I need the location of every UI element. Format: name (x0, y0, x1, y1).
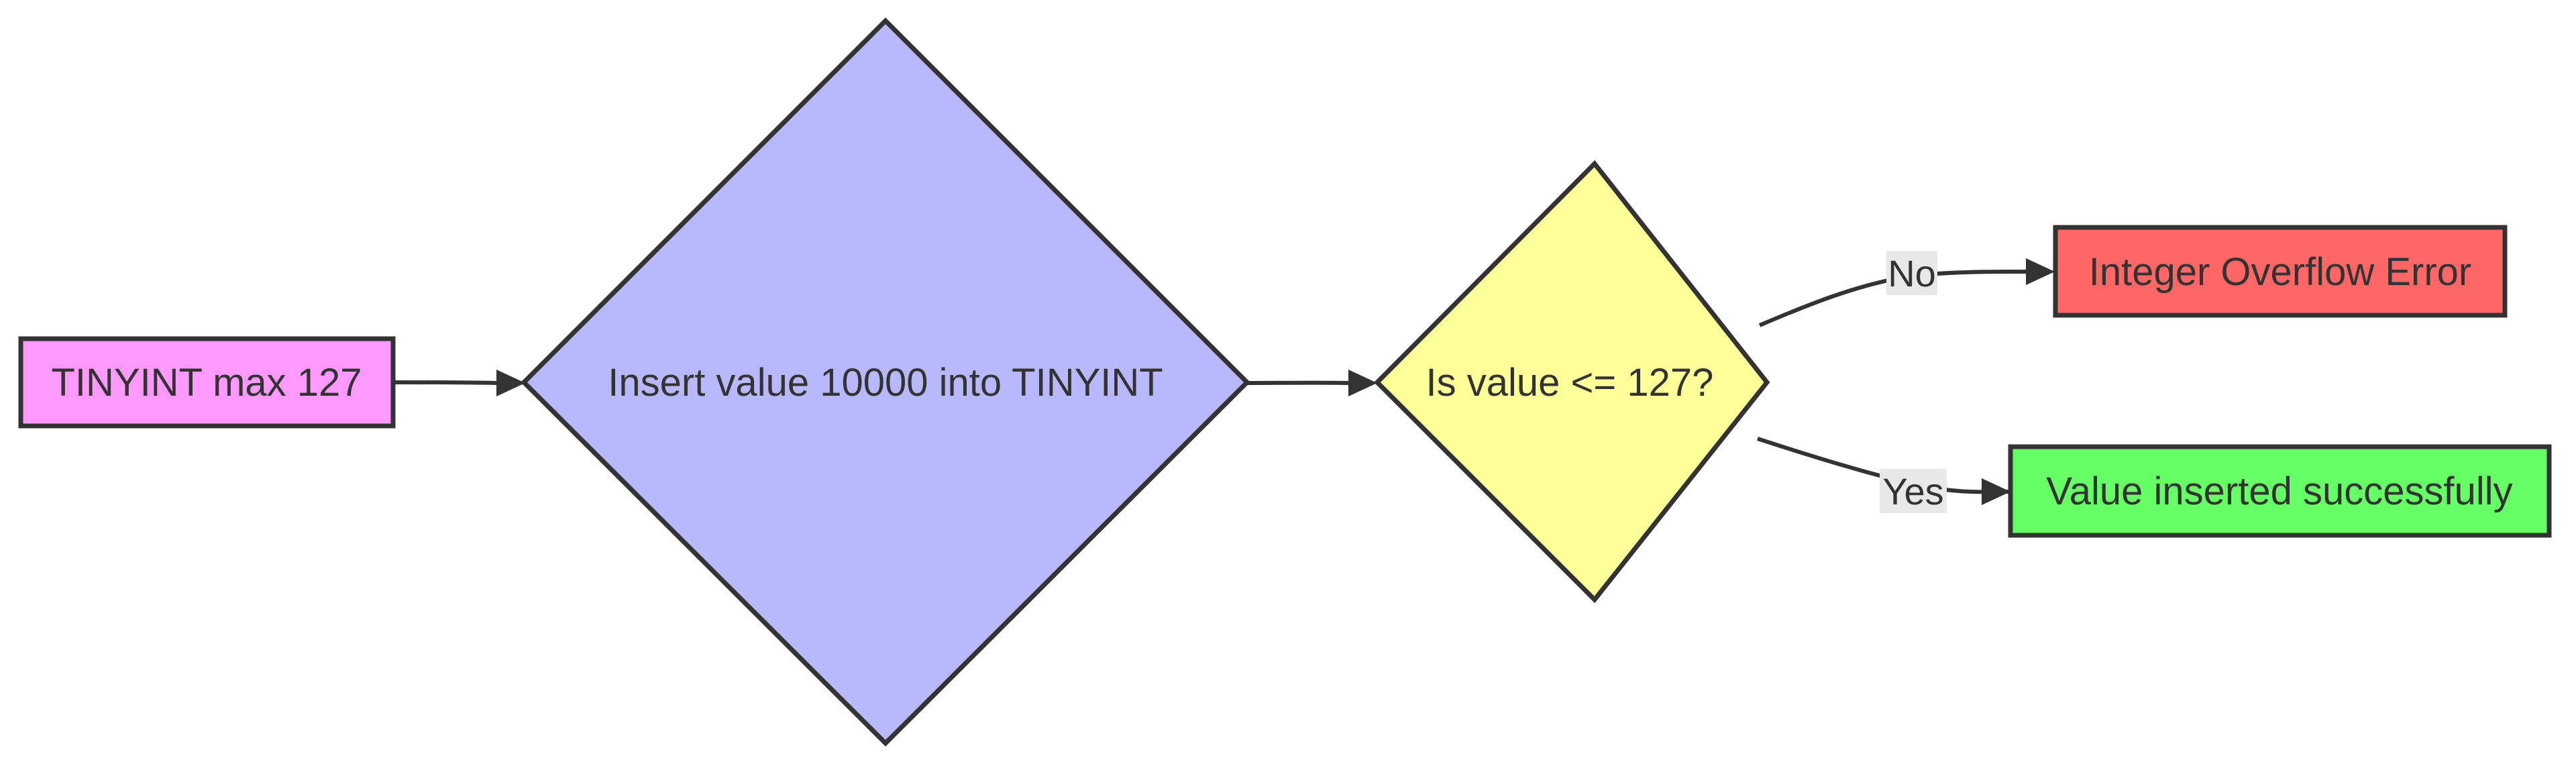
node-label: Value inserted successfully (2046, 470, 2512, 513)
arrow-head (496, 370, 525, 396)
edge-check-to-success: Yes (1757, 437, 2010, 513)
node-label: TINYINT max 127 (51, 361, 362, 404)
edge-label-yes: Yes (1882, 470, 1943, 512)
node-integer-overflow-error: Integer Overflow Error (2053, 225, 2508, 318)
node-shape (2053, 225, 2508, 318)
edge-insert-to-check (1246, 370, 1377, 396)
node-insert-value: Insert value 10000 into TINYINT (521, 17, 1250, 747)
edge-line (393, 380, 498, 385)
arrow-head (2026, 258, 2055, 285)
node-label: Integer Overflow Error (2089, 250, 2472, 294)
arrow-head (1348, 370, 1377, 396)
edge-label-background (1880, 469, 1947, 513)
node-value-inserted-successfully: Value inserted successfully (2008, 444, 2552, 538)
node-shape (18, 336, 396, 429)
edge-start-to-insert (393, 370, 525, 396)
node-shape (1374, 160, 1770, 604)
edge-label-background (1886, 251, 1937, 295)
node-value-check: Is value <= 127? (1374, 160, 1770, 604)
edge-check-to-error: No (1758, 251, 2055, 327)
node-shape (521, 17, 1250, 747)
node-shape (2008, 444, 2552, 538)
node-label: Is value <= 127? (1426, 361, 1714, 404)
arrow-head (1982, 478, 2010, 505)
node-label: Insert value 10000 into TINYINT (608, 361, 1163, 404)
node-tinyint-max: TINYINT max 127 (18, 336, 396, 429)
edge-label-no: No (1888, 252, 1936, 294)
